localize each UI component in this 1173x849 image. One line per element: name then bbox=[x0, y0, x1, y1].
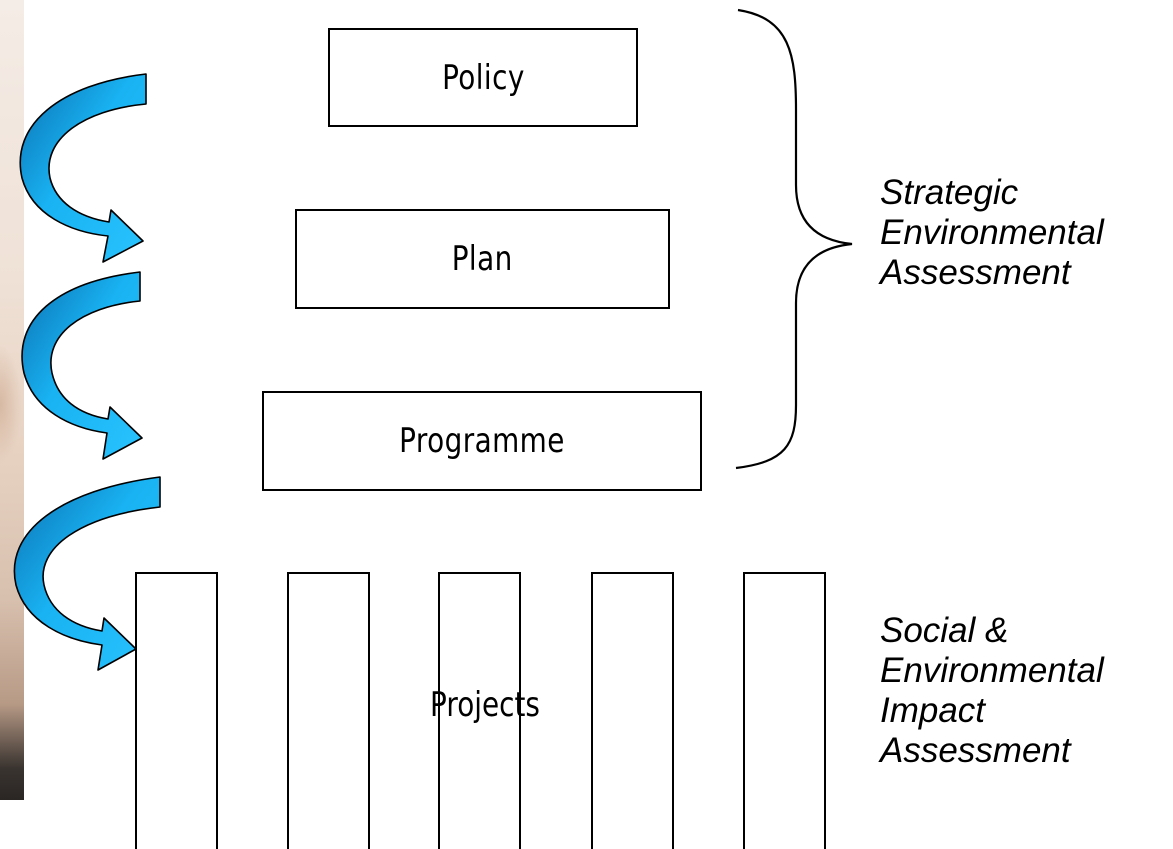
programme-box: Programme bbox=[262, 391, 702, 491]
background-photo-strip bbox=[0, 0, 24, 800]
impact-label-line-1: Social & bbox=[880, 611, 1009, 650]
curved-arrow-icon-2 bbox=[21, 271, 143, 460]
programme-label: Programme bbox=[399, 421, 565, 461]
policy-box: Policy bbox=[328, 28, 638, 127]
policy-label: Policy bbox=[441, 57, 525, 98]
project-column-2 bbox=[287, 572, 370, 849]
project-column-1 bbox=[135, 572, 218, 849]
curved-arrow-icon-1 bbox=[19, 73, 147, 263]
plan-box: Plan bbox=[295, 209, 670, 309]
strategic-label-line-3: Assessment bbox=[880, 253, 1071, 292]
strategic-label-line-2: Environmental bbox=[880, 213, 1104, 252]
project-column-4 bbox=[591, 572, 674, 849]
impact-label-line-3: Impact bbox=[880, 691, 986, 730]
curved-arrow-icon-3 bbox=[13, 476, 161, 671]
project-column-3 bbox=[438, 572, 521, 849]
project-column-5 bbox=[743, 572, 826, 849]
impact-label-line-4: Assessment bbox=[880, 731, 1071, 770]
strategic-label-line-1: Strategic bbox=[880, 173, 1019, 212]
projects-label: Projects bbox=[430, 685, 540, 725]
impact-label-line-2: Environmental bbox=[880, 651, 1104, 690]
strategic-brace-icon bbox=[735, 8, 853, 470]
impact-assessment-label: Social & Environmental Impact Assessment bbox=[880, 611, 1104, 771]
plan-label: Plan bbox=[452, 239, 513, 279]
strategic-assessment-label: Strategic Environmental Assessment bbox=[880, 173, 1104, 293]
